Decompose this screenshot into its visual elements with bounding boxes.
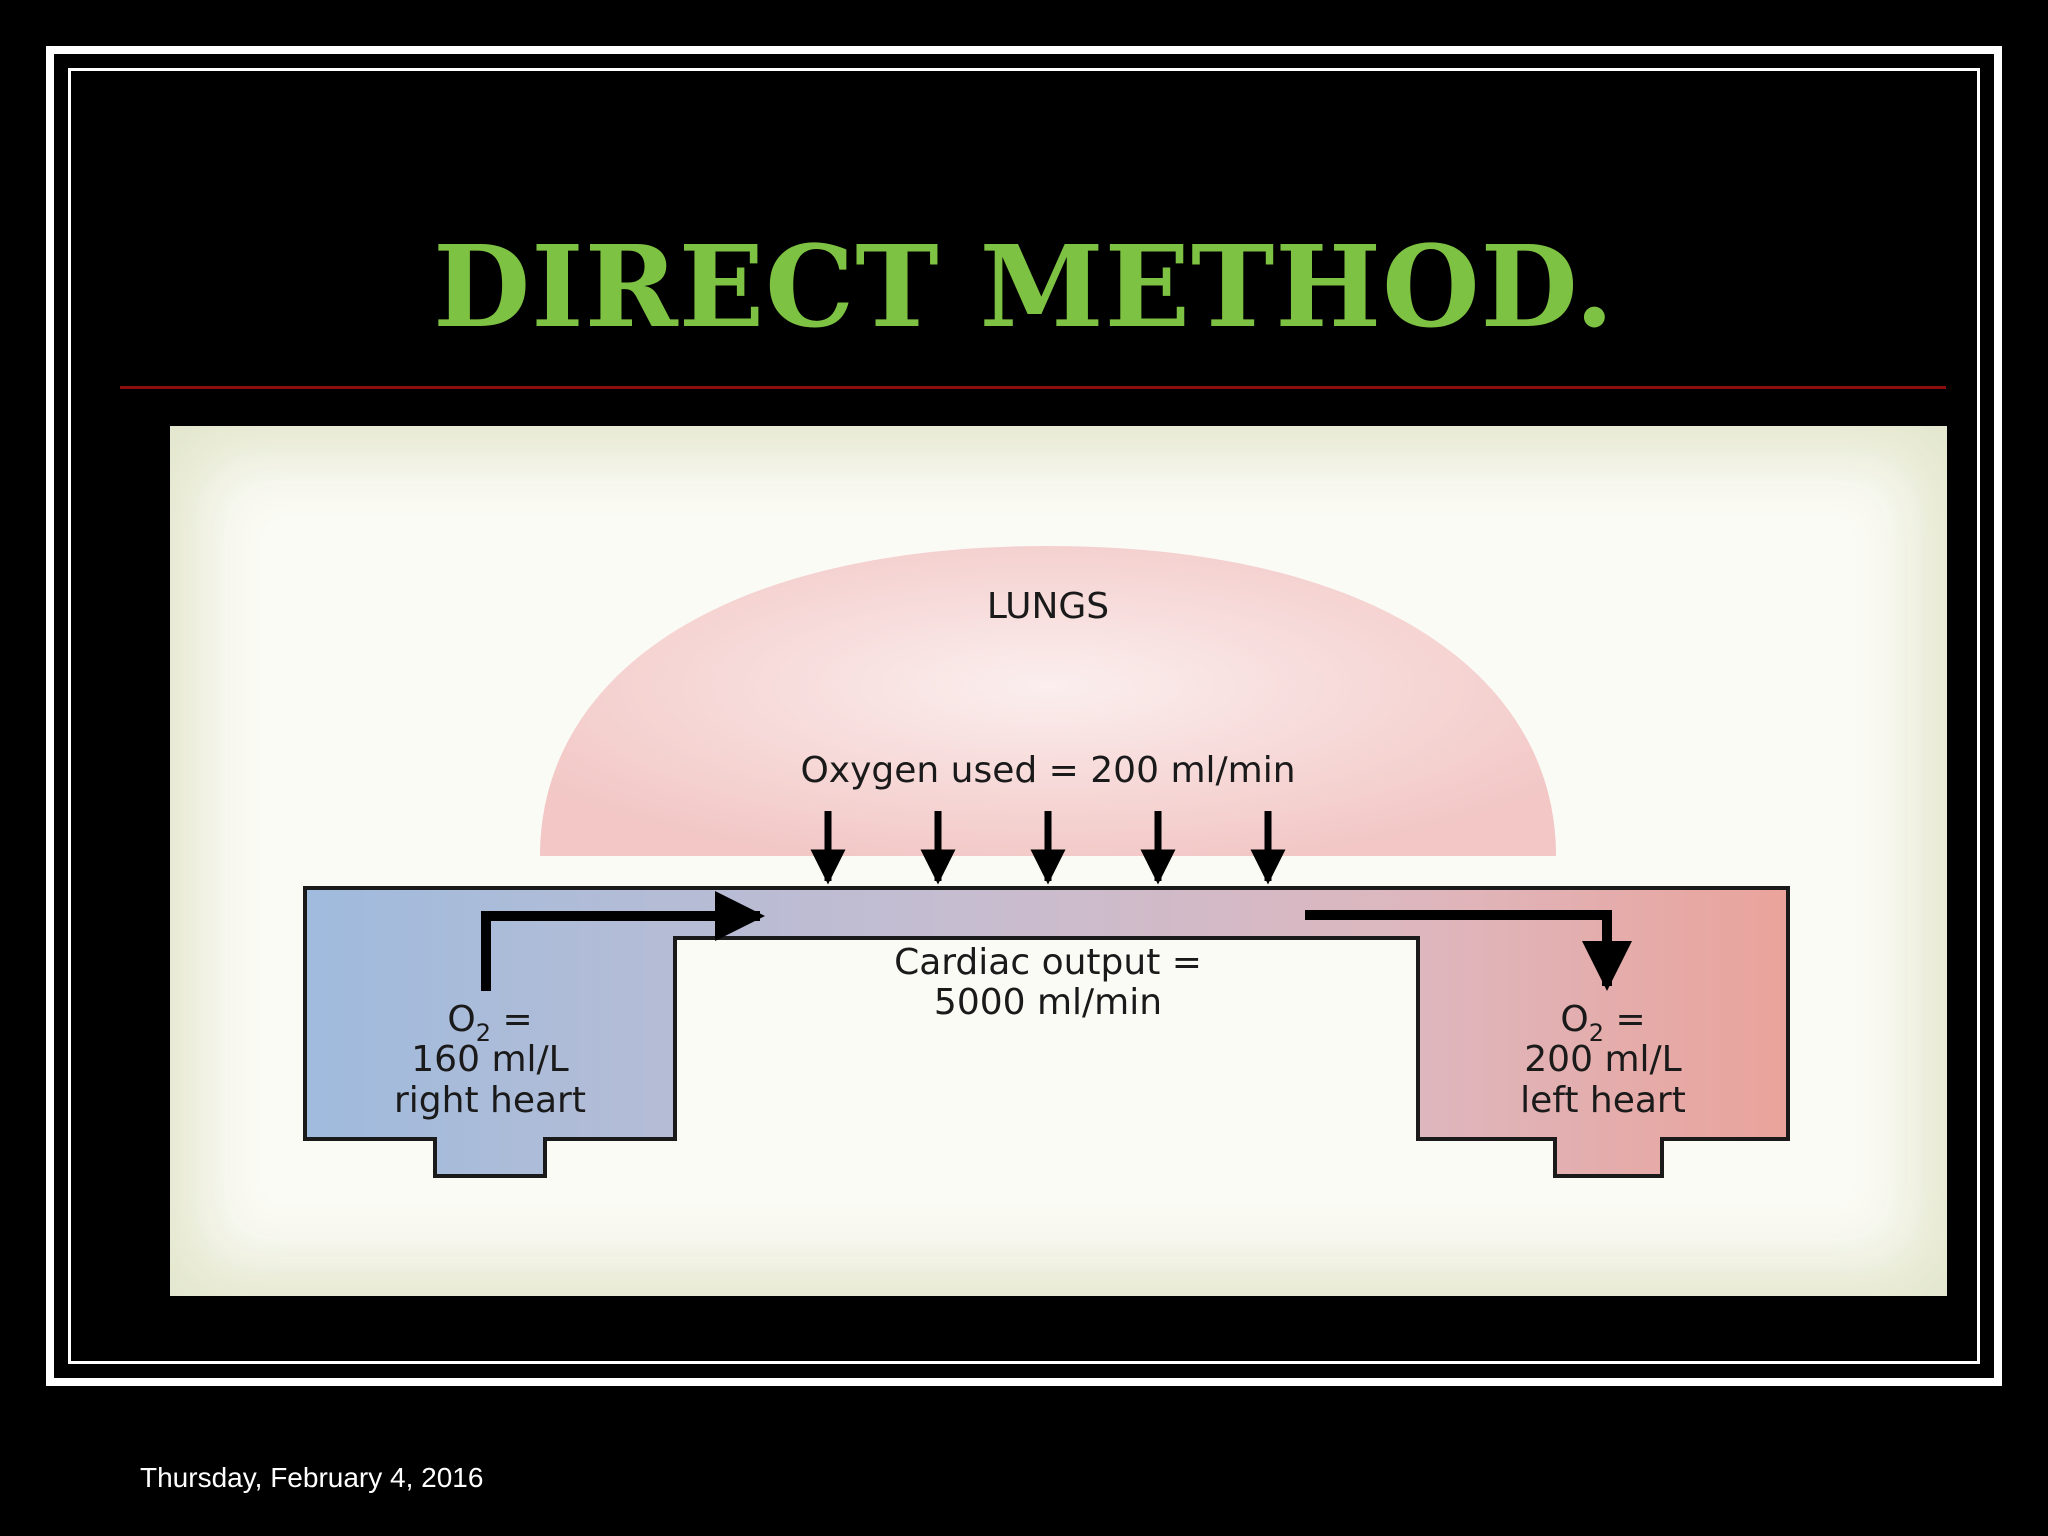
- left-heart-value: 200 ml/L: [1524, 1039, 1681, 1080]
- oxygen-used-label: Oxygen used = 200 ml/min: [800, 750, 1295, 791]
- left-heart-o2-label: O2 =: [1560, 999, 1645, 1047]
- cardiac-output-diagram: LUNGS Oxygen used = 200 ml/min Cardiac o…: [303, 546, 1790, 1178]
- diagram-panel: LUNGS Oxygen used = 200 ml/min Cardiac o…: [170, 426, 1947, 1296]
- flow-arrow-out: [1305, 910, 1632, 991]
- slide-date: Thursday, February 4, 2016: [140, 1462, 484, 1493]
- slide-inner-border: [68, 68, 1980, 1364]
- cardiac-output-line1: Cardiac output =: [894, 942, 1202, 983]
- title-divider: [120, 386, 1946, 389]
- right-heart-value: 160 ml/L: [411, 1039, 568, 1080]
- flow-arrow-in: [481, 891, 765, 991]
- cardiac-output-line2: 5000 ml/min: [934, 982, 1162, 1023]
- left-heart-label: left heart: [1520, 1080, 1686, 1121]
- slide-title: DIRECT METHOD.: [433, 222, 1615, 353]
- right-heart-label: right heart: [394, 1080, 586, 1121]
- oxygen-arrows: [810, 811, 1286, 885]
- right-heart-o2-label: O2 =: [447, 999, 532, 1047]
- lungs-label: LUNGS: [987, 586, 1109, 627]
- slide-outer-border: [46, 46, 2002, 1386]
- circulation-tube: [303, 886, 1790, 1178]
- lungs-dome: [540, 546, 1556, 856]
